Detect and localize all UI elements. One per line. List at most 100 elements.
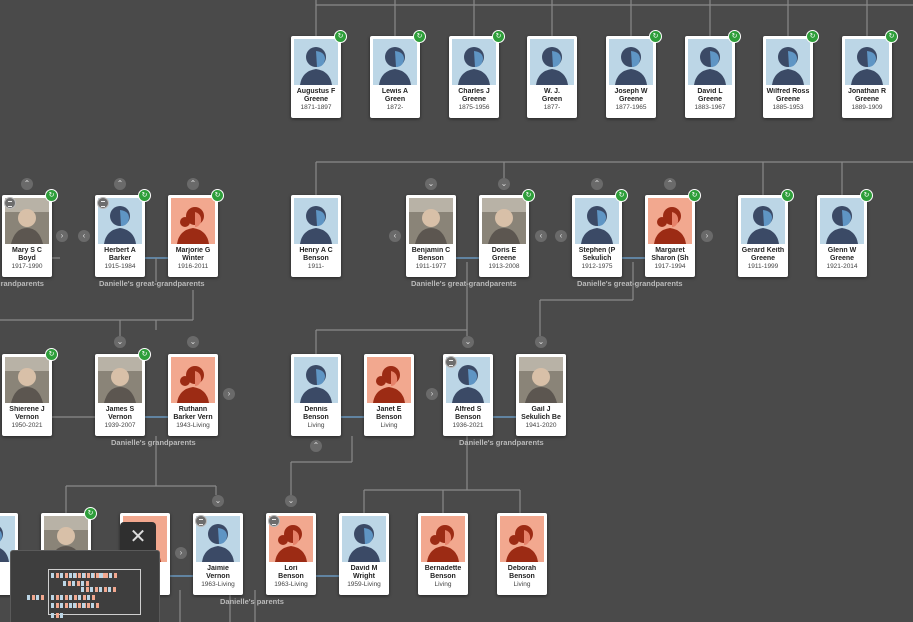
chevron-down-icon[interactable]: ⌄	[535, 336, 547, 348]
person-name-line1: Gerard Keith	[741, 247, 785, 254]
hint-leaf-icon[interactable]: ↻	[728, 30, 741, 43]
hint-leaf-icon[interactable]: ↻	[413, 30, 426, 43]
chevron-right-icon[interactable]: ›	[426, 388, 438, 400]
hint-leaf-icon[interactable]: ↻	[84, 507, 97, 520]
hint-leaf-icon[interactable]: ↻	[492, 30, 505, 43]
chevron-down-icon[interactable]: ⌄	[212, 495, 224, 507]
hint-leaf-icon[interactable]: ↻	[615, 189, 628, 202]
chevron-up-icon[interactable]: ⌃	[21, 178, 33, 190]
person-photo	[482, 198, 526, 244]
minimap-person-mark	[86, 573, 90, 578]
chevron-down-icon[interactable]: ⌄	[498, 178, 510, 190]
hint-leaf-icon[interactable]: ↻	[806, 30, 819, 43]
chevron-down-icon[interactable]: ⌄	[187, 336, 199, 348]
minimap-person-mark	[51, 573, 54, 578]
chevron-right-icon[interactable]: ›	[56, 230, 68, 242]
person-name-line2: Benson	[418, 255, 444, 262]
person-name-line1: Stephen (P	[578, 247, 616, 254]
minimap-person-mark	[36, 595, 39, 600]
chevron-left-icon[interactable]: ‹	[555, 230, 567, 242]
hint-leaf-icon[interactable]: ↻	[138, 189, 151, 202]
hint-leaf-icon[interactable]: ↻	[138, 348, 151, 361]
hint-leaf-icon[interactable]: ↻	[649, 30, 662, 43]
chevron-down-icon[interactable]: ⌄	[462, 336, 474, 348]
minimap-viewport[interactable]	[48, 569, 141, 615]
minimap-person-mark	[113, 573, 117, 578]
note-icon[interactable]	[268, 515, 280, 527]
generation-label: Danielle's grandparents	[459, 438, 544, 447]
hint-leaf-icon[interactable]: ↻	[334, 30, 347, 43]
chevron-down-icon[interactable]: ⌄	[425, 178, 437, 190]
chevron-up-icon[interactable]: ⌃	[187, 178, 199, 190]
tree-minimap[interactable]	[10, 550, 160, 622]
hint-leaf-icon[interactable]: ↻	[45, 189, 58, 202]
hint-leaf-icon[interactable]: ↻	[45, 348, 58, 361]
chevron-right-icon[interactable]: ›	[701, 230, 713, 242]
person-lifespan: 1911-1999	[747, 263, 779, 270]
chevron-left-icon[interactable]: ‹	[535, 230, 547, 242]
person-lifespan: 1877-1965	[615, 104, 647, 111]
chevron-down-icon[interactable]: ⌄	[285, 495, 297, 507]
hint-leaf-icon[interactable]: ↻	[522, 189, 535, 202]
hint-leaf-icon[interactable]: ↻	[885, 30, 898, 43]
minimap-person-mark	[85, 581, 89, 586]
chevron-down-icon[interactable]: ⌄	[114, 336, 126, 348]
person-name-line2: Greene	[829, 255, 855, 262]
note-icon[interactable]	[195, 515, 207, 527]
chevron-up-icon[interactable]: ⌃	[310, 440, 322, 452]
hint-leaf-icon[interactable]: ↻	[688, 189, 701, 202]
chevron-right-icon[interactable]: ›	[223, 388, 235, 400]
generation-label: grandparents	[0, 279, 44, 288]
person-name-line1: Dennis	[304, 406, 328, 413]
chevron-up-icon[interactable]: ⌃	[664, 178, 676, 190]
hint-leaf-icon[interactable]: ↻	[211, 189, 224, 202]
minimap-person-mark	[69, 573, 72, 578]
note-icon[interactable]	[4, 197, 16, 209]
chevron-left-icon[interactable]: ‹	[78, 230, 90, 242]
note-icon[interactable]	[445, 356, 457, 368]
chevron-up-icon[interactable]: ⌃	[114, 178, 126, 190]
hint-leaf-icon[interactable]: ↻	[781, 189, 794, 202]
female-silhouette-icon	[500, 516, 544, 562]
note-icon[interactable]	[97, 197, 109, 209]
chevron-up-icon[interactable]: ⌃	[591, 178, 603, 190]
close-icon[interactable]: ✕	[120, 522, 156, 552]
minimap-person-mark	[82, 573, 85, 578]
person-name-line2: Greene	[854, 96, 880, 103]
minimap-person-mark	[90, 587, 93, 592]
person-lifespan: 1911-	[307, 263, 325, 270]
person-name-line2: Benson	[303, 255, 329, 262]
hint-leaf-icon[interactable]: ↻	[860, 189, 873, 202]
chevron-right-icon[interactable]: ›	[175, 547, 187, 559]
chevron-left-icon[interactable]: ‹	[389, 230, 401, 242]
person-name-line1: Janet E	[376, 406, 402, 413]
